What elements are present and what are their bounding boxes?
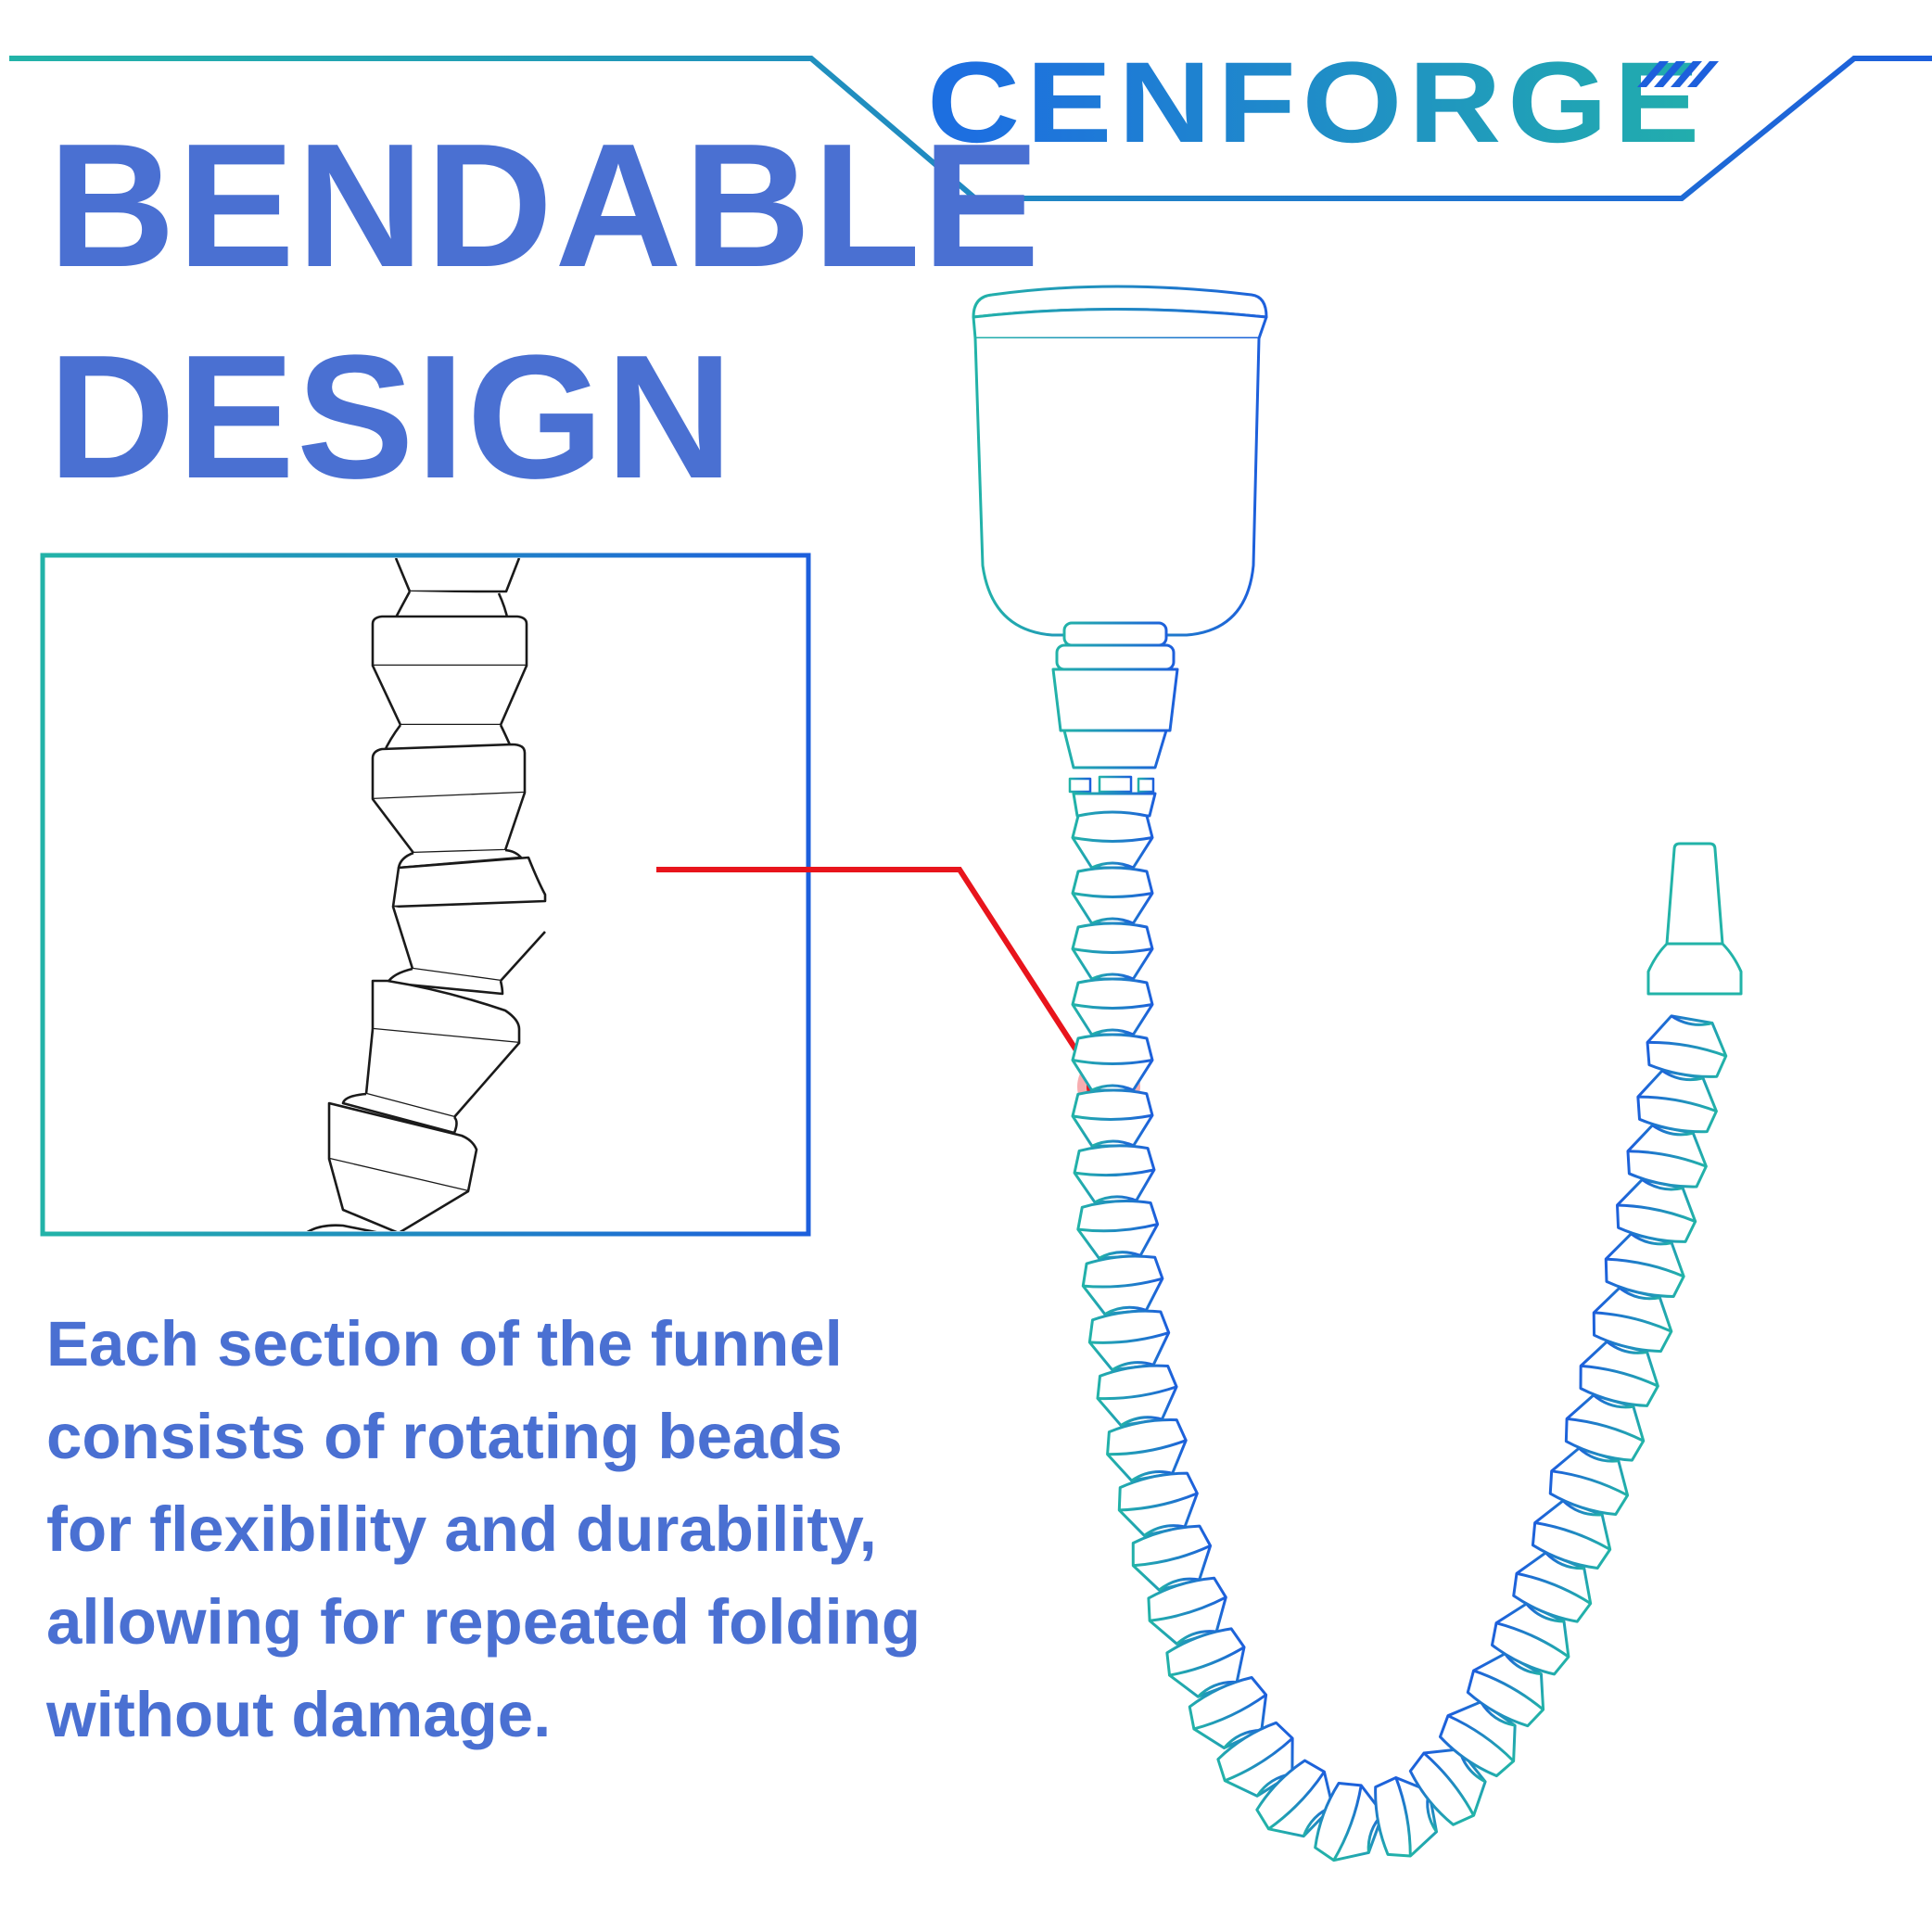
- hose-bead: [1071, 866, 1154, 925]
- flexible-funnel-illustration: [972, 285, 1268, 818]
- page-title: BENDABLE DESIGN: [48, 100, 1042, 523]
- feature-description: Each section of the funnel consists of r…: [46, 1298, 955, 1761]
- description-line: allowing for repeated folding: [46, 1586, 922, 1658]
- hose-bead: [1071, 810, 1154, 870]
- hose-bead: [1096, 1364, 1178, 1428]
- hose-bead: [1531, 1499, 1612, 1570]
- hose-bead: [1438, 1700, 1517, 1778]
- zoom-detail-illustration: [306, 558, 547, 1231]
- detail-zoom-frame: [40, 553, 811, 1237]
- brand-logo: CENFORGE: [927, 39, 1719, 167]
- hose-bead: [1646, 1014, 1728, 1078]
- header-frame: [9, 56, 1932, 201]
- hose-bead: [1071, 922, 1154, 981]
- hose-bead: [1636, 1069, 1718, 1134]
- description-line: without damage.: [46, 1679, 552, 1750]
- brand-name: CENFORGE: [927, 39, 1706, 167]
- hose-nozzle: [1646, 842, 1743, 996]
- hose-bead: [1073, 1144, 1156, 1204]
- title-line-2: DESIGN: [48, 319, 735, 515]
- hose-bead: [1071, 1088, 1154, 1148]
- hose-bead: [1604, 1232, 1685, 1298]
- callout-pointer: [656, 867, 1140, 1118]
- title-line-1: BENDABLE: [48, 108, 1042, 304]
- description-line: consists of rotating beads: [46, 1401, 843, 1472]
- hose-bead: [1087, 1309, 1171, 1372]
- description-line: for flexibility and durability,: [46, 1493, 877, 1565]
- hose-bead-chain: [1071, 810, 1728, 1862]
- hose-bead: [1071, 977, 1154, 1036]
- hose-bead: [1408, 1748, 1487, 1826]
- hose-bead: [1512, 1551, 1593, 1623]
- logo-speed-stripes: [1637, 61, 1719, 87]
- hose-bead: [1081, 1254, 1164, 1316]
- description-line: Each section of the funnel: [46, 1308, 843, 1379]
- hose-bead: [1076, 1200, 1160, 1260]
